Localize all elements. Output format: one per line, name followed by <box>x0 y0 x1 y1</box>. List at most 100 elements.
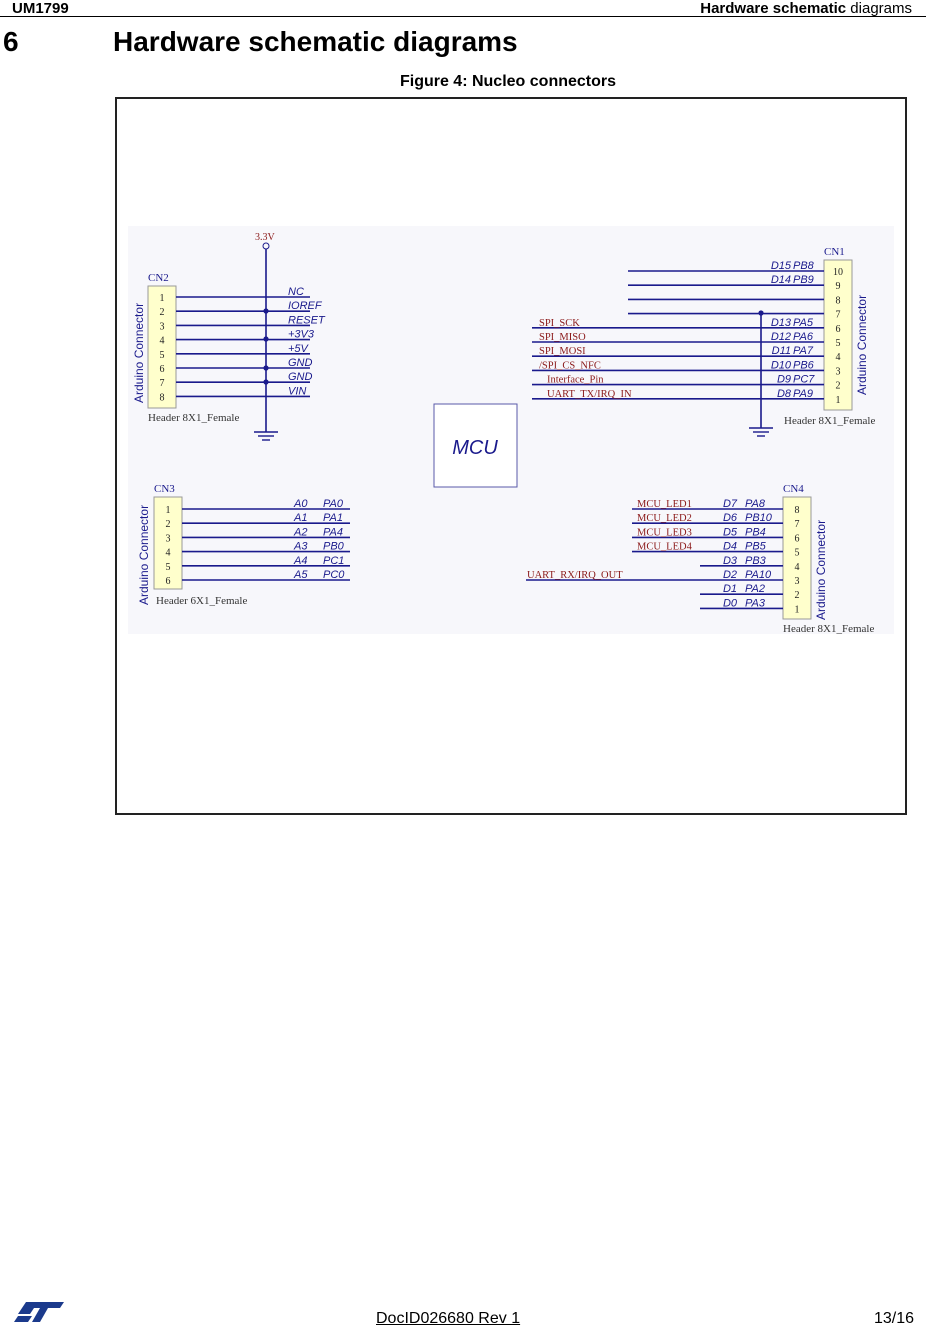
cn1-port-label: PB6 <box>793 359 815 371</box>
cn1-pin-number: 4 <box>836 352 841 363</box>
cn3-net-label: A2 <box>293 526 307 538</box>
cn3-footer: Header 6X1_Female <box>156 595 247 607</box>
cn3-port-label: PB0 <box>323 541 345 553</box>
cn1-net-label: D14 <box>771 274 791 286</box>
cn3-ref: CN3 <box>154 483 175 495</box>
cn4-net-label: D6 <box>723 512 738 524</box>
cn1-port-label: PA9 <box>793 388 813 400</box>
cn4-signal-label: UART_RX/IRQ_OUT <box>527 570 623 581</box>
cn4-port-label: PA2 <box>745 583 765 595</box>
cn3-pin-number: 1 <box>166 505 171 516</box>
cn1-net-label: D15 <box>771 260 792 272</box>
cn1-pin-number: 9 <box>836 281 841 292</box>
cn4-body <box>782 496 812 620</box>
cn1-signal-label: UART_TX/IRQ_IN <box>547 389 632 400</box>
cn2-net-label: GND <box>288 357 313 369</box>
cn2-pin-number: 3 <box>160 321 165 332</box>
cn4-port-label: PB4 <box>745 526 766 538</box>
cn3-net-label: A3 <box>293 541 308 553</box>
cn3-body <box>153 496 183 590</box>
cn1-port-label: PA6 <box>793 331 814 343</box>
cn2-net-label: NC <box>288 286 304 298</box>
cn2-net-label: RESET <box>288 314 326 326</box>
cn1-pin-number: 10 <box>833 267 843 278</box>
cn4-port-label: PA10 <box>745 569 772 581</box>
cn1-net-label: D12 <box>771 331 791 343</box>
cn1-port-label: PC7 <box>793 374 815 386</box>
header-section-rest: diagrams <box>846 0 912 17</box>
cn1-net-label: D8 <box>777 388 792 400</box>
cn4-signal-label: MCU_LED4 <box>637 542 693 553</box>
cn2-pin-number: 2 <box>160 307 165 318</box>
header-section: Hardware schematic diagrams <box>700 0 912 17</box>
cn1-net-label: D9 <box>777 374 791 386</box>
cn4-net-label: D3 <box>723 555 738 567</box>
cn4-ref: CN4 <box>783 483 804 495</box>
cn1-port-label: PB8 <box>793 260 815 272</box>
cn1-signal-label: SPI_MOSI <box>539 346 586 357</box>
cn3-port-label: PC0 <box>323 569 345 581</box>
cn4-signal-label: MCU_LED3 <box>637 527 692 538</box>
cn3-pin-number: 3 <box>166 533 171 544</box>
mcu-block <box>433 403 518 488</box>
cn1-pin-number: 2 <box>836 381 841 392</box>
cn3-pin-number: 5 <box>166 562 171 573</box>
cn2-footer: Header 8X1_Female <box>148 412 239 424</box>
cn1-footer: Header 8X1_Female <box>784 415 875 427</box>
section-number: 6 <box>3 26 19 57</box>
cn1-ref: CN1 <box>824 246 845 258</box>
cn2-pin-number: 7 <box>160 378 165 389</box>
cn2-net-label: IOREF <box>288 300 323 312</box>
cn3-port-label: PA4 <box>323 526 343 538</box>
power-label: 3.3V <box>255 232 276 243</box>
cn2-net-label: VIN <box>288 385 306 397</box>
cn2-ref: CN2 <box>148 272 169 284</box>
cn4-pin-number: 5 <box>795 548 800 559</box>
cn4-pin-number: 3 <box>795 576 800 587</box>
cn4-pin-number: 6 <box>795 533 800 544</box>
cn4-signal-label: MCU_LED1 <box>637 499 692 510</box>
cn4-pin-number: 7 <box>795 519 800 530</box>
cn1-junction-dot <box>758 310 764 316</box>
header-section-bold: Hardware schematic <box>700 0 847 17</box>
cn4-net-label: D4 <box>723 541 737 553</box>
cn2-pin-number: 1 <box>160 293 165 304</box>
cn3-net-label: A0 <box>293 498 308 510</box>
mcu-label: MCU <box>452 437 498 459</box>
cn2-pin-number: 5 <box>160 350 165 361</box>
cn1-net-label: D11 <box>772 345 791 357</box>
cn4-pin-number: 1 <box>795 604 800 615</box>
cn1-signal-label: SPI_MISO <box>539 332 586 343</box>
cn4-net-label: D7 <box>723 498 738 510</box>
cn4-port-label: PA8 <box>745 498 766 510</box>
cn2-junction-dot <box>263 365 269 371</box>
cn3-port-label: PA1 <box>323 512 343 524</box>
cn1-net-label: D13 <box>771 317 792 329</box>
header-rule <box>0 16 926 17</box>
cn2-pin-number: 4 <box>160 336 165 347</box>
cn1-port-label: PB9 <box>793 274 814 286</box>
cn4-footer: Header 8X1_Female <box>783 623 874 635</box>
footer-doc-id: DocID026680 Rev 1 <box>376 1310 521 1327</box>
cn4-signal-label: MCU_LED2 <box>637 513 692 524</box>
cn3-port-label: PC1 <box>323 555 344 567</box>
cn4-port-label: PB5 <box>745 541 767 553</box>
cn4-port-label: PB10 <box>745 512 773 524</box>
footer-page-number: 13/16 <box>873 1310 914 1327</box>
figure-frame <box>115 97 907 815</box>
cn2-side-label: Arduino Connector <box>132 303 146 403</box>
cn3-pin-number: 2 <box>166 519 171 530</box>
cn2-junction-dot <box>263 379 269 385</box>
cn2-net-label: +5V <box>288 343 310 355</box>
cn1-signal-label: Interface_Pin <box>547 375 604 386</box>
cn1-pin-number: 8 <box>836 295 841 306</box>
figure-caption: Figure 4: Nucleo connectors <box>399 73 617 90</box>
cn1-body <box>823 259 853 411</box>
cn3-pin-number: 4 <box>166 548 171 559</box>
cn1-signal-label: SPI_SCK <box>539 318 580 329</box>
cn4-port-label: PA3 <box>745 597 766 609</box>
section-title: Hardware schematic diagrams <box>113 26 518 57</box>
cn1-pin-number: 3 <box>836 366 841 377</box>
cn4-pin-number: 8 <box>795 505 800 516</box>
